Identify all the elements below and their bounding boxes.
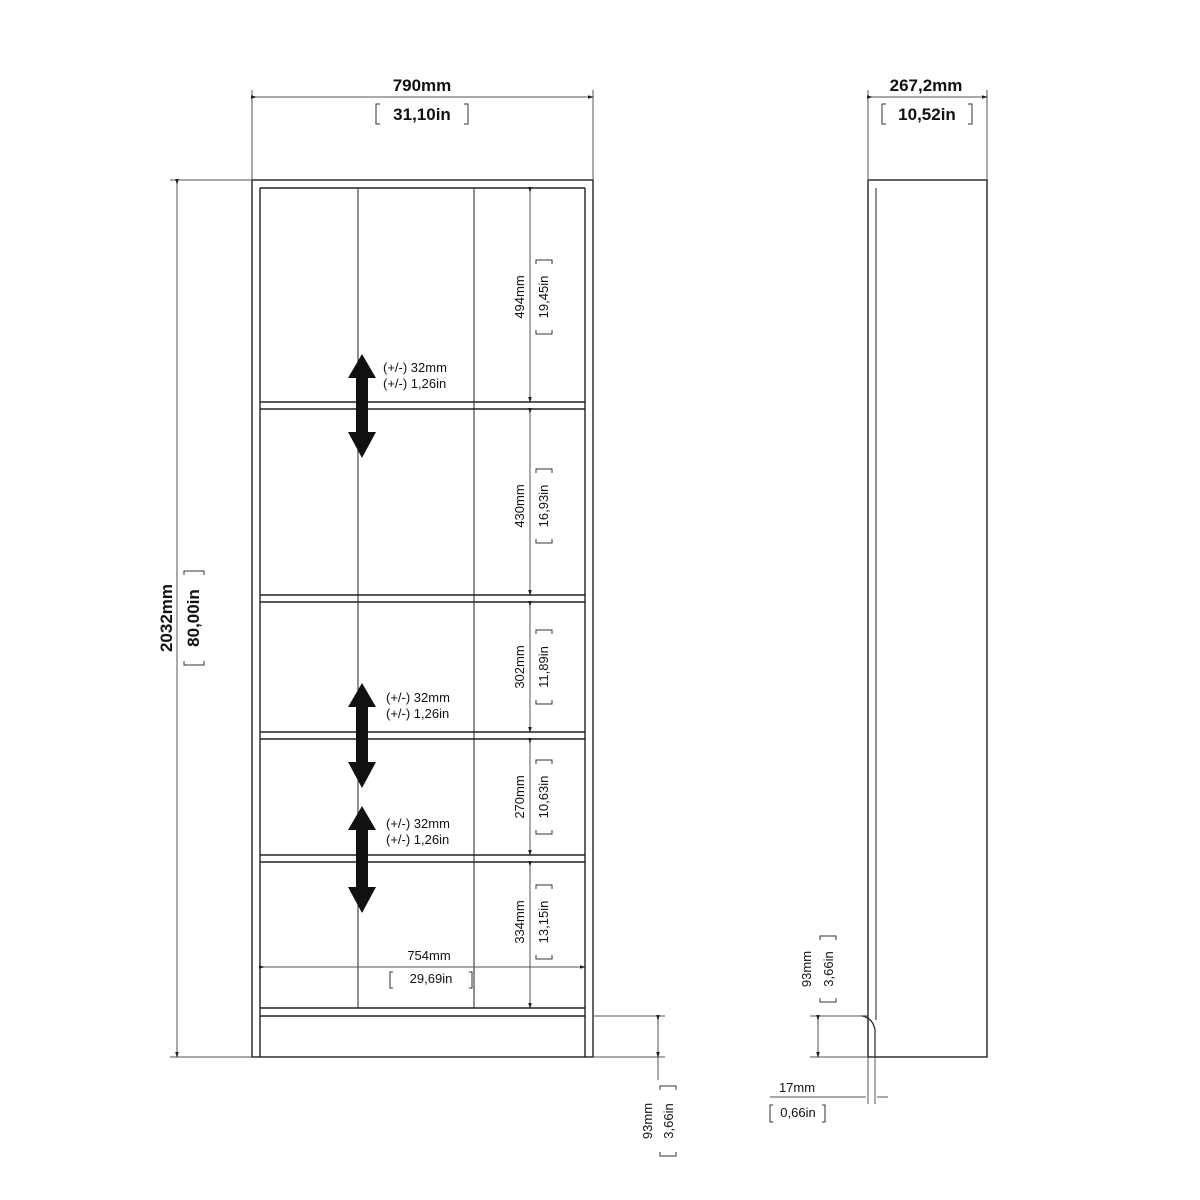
svg-text:270mm: 270mm <box>512 775 527 818</box>
front-plinth-dimension <box>593 1015 665 1080</box>
svg-text:10,52in: 10,52in <box>898 105 956 124</box>
adjustment-3-mm: (+/-) 32mm <box>386 816 450 831</box>
front-height-in-bracket: 80,00in <box>183 570 205 666</box>
double-arrow-icon <box>348 683 376 788</box>
svg-text:494mm: 494mm <box>512 275 527 318</box>
side-foot-offset-dimension <box>770 1057 888 1104</box>
adjustment-3-in: (+/-) 1,26in <box>386 832 449 847</box>
double-arrow-icon <box>348 806 376 913</box>
svg-text:430mm: 430mm <box>512 484 527 527</box>
side-foot-offset-mm: 17mm <box>779 1080 815 1095</box>
side-view <box>861 179 988 1058</box>
svg-text:302mm: 302mm <box>512 645 527 688</box>
adjustment-1-in: (+/-) 1,26in <box>383 376 446 391</box>
front-height-dimension <box>170 179 252 1058</box>
double-arrow-icon <box>348 354 376 458</box>
front-plinth-label: 93mm 3,66in <box>640 1085 677 1157</box>
svg-text:19,45in: 19,45in <box>536 276 551 319</box>
front-width-dimension <box>251 90 594 180</box>
front-height-mm: 2032mm <box>157 584 176 652</box>
front-width-in-bracket: 31,10in <box>375 103 469 125</box>
side-depth-dimension <box>867 90 988 180</box>
svg-text:80,00in: 80,00in <box>184 589 203 647</box>
shelf-gap-3-label: 302mm 11,89in <box>512 629 553 705</box>
adjustment-2-in: (+/-) 1,26in <box>386 706 449 721</box>
shelf-gap-1-label: 494mm 19,45in <box>512 259 553 335</box>
side-plinth-label: 93mm 3,66in <box>799 935 837 1003</box>
shelf-gap-4-label: 270mm 10,63in <box>512 759 553 835</box>
side-panel <box>867 179 988 1058</box>
svg-text:334mm: 334mm <box>512 900 527 943</box>
svg-text:13,15in: 13,15in <box>536 901 551 944</box>
svg-text:11,89in: 11,89in <box>536 646 551 688</box>
svg-text:31,10in: 31,10in <box>393 105 451 124</box>
svg-text:93mm: 93mm <box>640 1103 655 1139</box>
side-plinth-dimension <box>810 1015 868 1058</box>
shelf-gap-2-label: 430mm 16,93in <box>512 468 553 544</box>
front-width-mm: 790mm <box>393 76 452 95</box>
side-foot-offset-in-bracket: 0,66in <box>769 1104 826 1123</box>
inner-width-in-bracket: 29,69in <box>389 971 473 989</box>
svg-text:0,66in: 0,66in <box>780 1105 815 1120</box>
svg-text:3,66in: 3,66in <box>821 951 836 986</box>
svg-text:29,69in: 29,69in <box>410 971 453 986</box>
svg-text:3,66in: 3,66in <box>661 1103 676 1138</box>
inner-width-mm: 754mm <box>407 948 450 963</box>
shelf-gap-5-label: 334mm 13,15in <box>512 884 553 960</box>
svg-text:93mm: 93mm <box>799 951 814 987</box>
adjustment-1-mm: (+/-) 32mm <box>383 360 447 375</box>
front-outer-frame <box>251 179 594 1058</box>
side-depth-in-bracket: 10,52in <box>881 103 973 125</box>
side-depth-mm: 267,2mm <box>890 76 963 95</box>
svg-text:16,93in: 16,93in <box>536 485 551 528</box>
svg-text:10,63in: 10,63in <box>536 776 551 819</box>
adjustment-2-mm: (+/-) 32mm <box>386 690 450 705</box>
